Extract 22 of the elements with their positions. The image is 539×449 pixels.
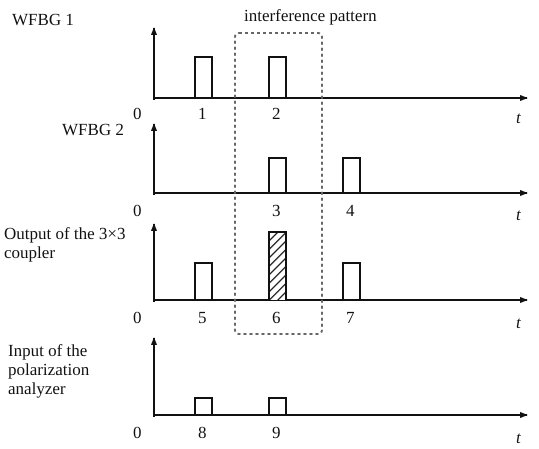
axis-label: WFBG 2 bbox=[62, 120, 124, 139]
axis-label: WFBG 1 bbox=[12, 10, 74, 29]
tick-label: 4 bbox=[346, 201, 354, 220]
tick-label: 9 bbox=[272, 423, 280, 442]
tick-label: 6 bbox=[272, 308, 280, 327]
axis-label: interference pattern bbox=[244, 6, 377, 25]
tick-label: 8 bbox=[198, 423, 206, 442]
tick-label: 0 bbox=[133, 308, 142, 327]
axis-label: Output of the 3×3 coupler bbox=[4, 224, 126, 262]
tick-label: 0 bbox=[133, 423, 142, 442]
tick-label: 3 bbox=[272, 201, 280, 220]
axis-label: t bbox=[516, 108, 521, 127]
tick-label: 7 bbox=[346, 308, 354, 327]
axis-label: t bbox=[516, 205, 521, 224]
tick-label: 5 bbox=[198, 308, 206, 327]
tick-label: 1 bbox=[198, 104, 206, 123]
axis-label: t bbox=[516, 313, 521, 332]
axis-label: t bbox=[516, 428, 521, 447]
tick-label: 2 bbox=[272, 104, 280, 123]
axis-label: Input of the polarization analyzer bbox=[8, 341, 90, 398]
tick-label: 0 bbox=[133, 104, 142, 123]
tick-label: 0 bbox=[133, 201, 142, 220]
